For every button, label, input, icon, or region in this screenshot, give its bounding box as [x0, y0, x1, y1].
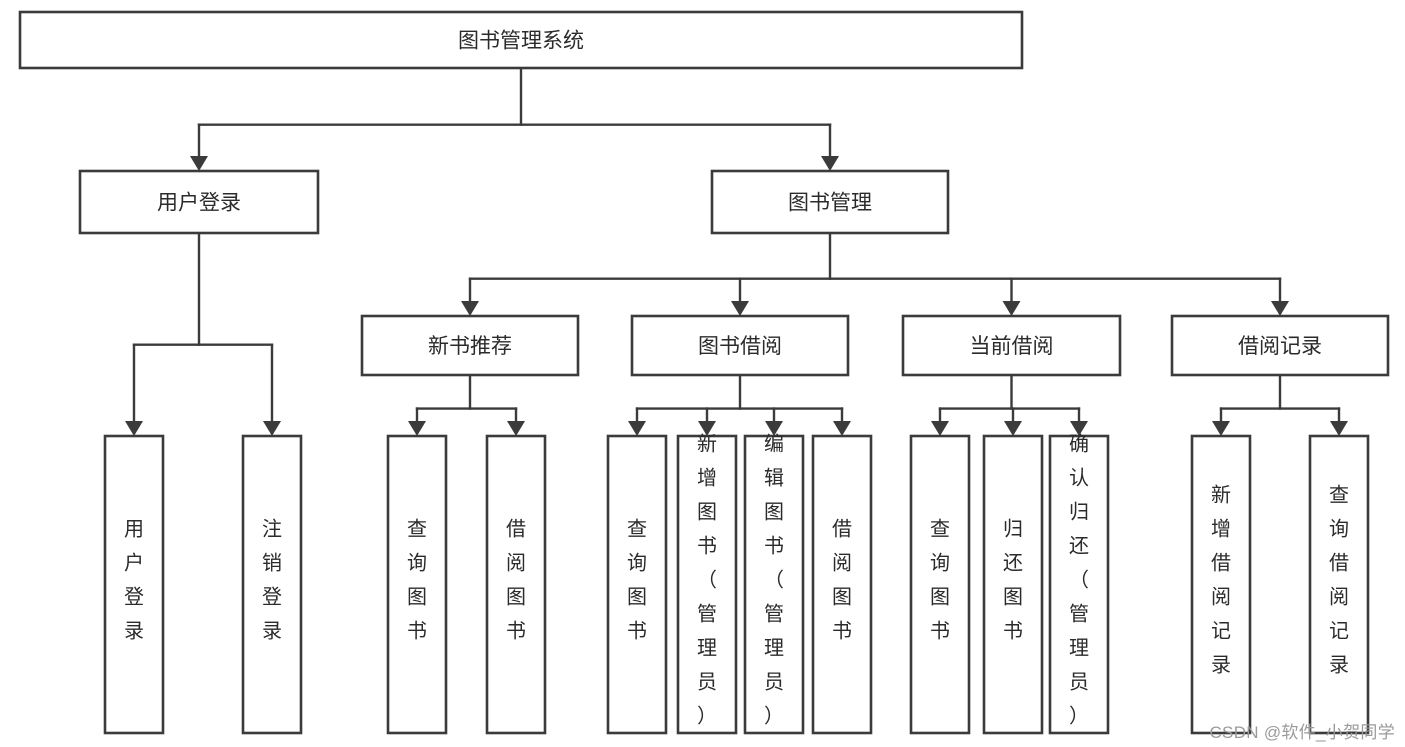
- node-label: 归还图书: [1003, 518, 1023, 643]
- node-label: 查询借阅记录: [1329, 484, 1349, 677]
- node-user-login[interactable]: 用户登录: [78, 169, 320, 235]
- node-box: [743, 434, 805, 735]
- node-label: 确认归还（管理员）: [1069, 433, 1089, 728]
- node-label: 借阅记录: [1238, 335, 1322, 358]
- node-leaf-user-login[interactable]: 用户登录: [103, 434, 165, 735]
- node-label: 用户登录: [157, 192, 241, 215]
- node-label: 编辑图书（管理员）: [764, 433, 784, 728]
- node-box: [485, 434, 547, 735]
- node-box: [103, 434, 165, 735]
- arrow-head: [1070, 421, 1088, 436]
- arrow-head: [190, 156, 208, 171]
- node-label: 用户登录: [124, 519, 144, 643]
- arrow-head: [1212, 421, 1230, 436]
- node-label: 借阅图书: [832, 518, 852, 643]
- arrow-head: [931, 421, 949, 436]
- node-box: [811, 434, 873, 735]
- node-leaf-borrow-book-b[interactable]: 借阅图书: [811, 434, 873, 735]
- arrow-head: [1271, 301, 1289, 316]
- arrow-head: [1002, 301, 1021, 316]
- arrow-head: [765, 421, 783, 436]
- node-label: 查询图书: [627, 518, 647, 643]
- node-box: [630, 314, 850, 377]
- node-box: [676, 434, 738, 735]
- arrow-head: [125, 421, 143, 436]
- node-label: 新书推荐: [428, 335, 512, 358]
- node-leaf-query-book-c[interactable]: 查询图书: [909, 434, 971, 735]
- arrow-head: [628, 421, 646, 436]
- node-box: [982, 434, 1044, 735]
- node-leaf-query-book-rec[interactable]: 查询图书: [386, 434, 448, 735]
- node-box: [78, 169, 320, 235]
- node-leaf-add-book[interactable]: 新增图书（管理员）: [676, 433, 738, 735]
- node-box: [360, 314, 580, 377]
- arrow-head: [1004, 421, 1022, 436]
- node-box: [386, 434, 448, 735]
- node-leaf-edit-book[interactable]: 编辑图书（管理员）: [743, 433, 805, 735]
- node-borrow-record[interactable]: 借阅记录: [1170, 314, 1390, 377]
- node-box: [1308, 434, 1370, 735]
- node-book-manage[interactable]: 图书管理: [710, 169, 950, 235]
- node-label: 图书管理: [788, 192, 872, 215]
- node-box: [1048, 434, 1110, 735]
- node-leaf-query-book-b[interactable]: 查询图书: [606, 434, 668, 735]
- node-box: [1190, 434, 1252, 735]
- watermark-csdn: CSDN @软件_小贺同学: [1209, 723, 1395, 742]
- node-new-book-rec[interactable]: 新书推荐: [360, 314, 580, 377]
- node-book-borrow[interactable]: 图书借阅: [630, 314, 850, 377]
- node-label: 借阅图书: [506, 518, 526, 643]
- arrow-head: [833, 421, 851, 436]
- node-label: 新增图书（管理员）: [697, 433, 717, 728]
- arrow-head: [507, 421, 525, 436]
- node-box: [606, 434, 668, 735]
- node-box: [241, 434, 303, 735]
- node-box: [1170, 314, 1390, 377]
- nodes-layer: 图书管理系统用户登录图书管理新书推荐图书借阅当前借阅借阅记录用户登录注销登录查询…: [18, 10, 1390, 735]
- node-label: 查询图书: [407, 518, 427, 643]
- arrow-head: [731, 301, 749, 316]
- node-leaf-logout[interactable]: 注销登录: [241, 434, 303, 735]
- node-label: 新增借阅记录: [1211, 484, 1231, 677]
- arrow-head: [1330, 421, 1348, 436]
- node-label: 当前借阅: [970, 335, 1054, 358]
- node-current-borrow[interactable]: 当前借阅: [901, 314, 1122, 377]
- node-box: [909, 434, 971, 735]
- arrow-head: [461, 301, 479, 316]
- node-leaf-query-record[interactable]: 查询借阅记录: [1308, 434, 1370, 735]
- arrow-head: [698, 421, 716, 436]
- edges-layer: [125, 66, 1348, 436]
- node-leaf-add-record[interactable]: 新增借阅记录: [1190, 434, 1252, 735]
- arrow-head: [821, 156, 839, 171]
- node-label: 图书管理系统: [458, 30, 584, 53]
- node-leaf-borrow-book-rec[interactable]: 借阅图书: [485, 434, 547, 735]
- arrow-head: [408, 421, 426, 436]
- node-label: 查询图书: [930, 518, 950, 643]
- node-label: 注销登录: [262, 518, 282, 643]
- node-box: [710, 169, 950, 235]
- node-leaf-confirm-return[interactable]: 确认归还（管理员）: [1048, 433, 1110, 735]
- node-root[interactable]: 图书管理系统: [18, 10, 1024, 70]
- node-leaf-return-book[interactable]: 归还图书: [982, 434, 1044, 735]
- node-box: [18, 10, 1024, 70]
- node-label: 图书借阅: [698, 335, 782, 358]
- arrow-head: [263, 421, 281, 436]
- node-box: [901, 314, 1122, 377]
